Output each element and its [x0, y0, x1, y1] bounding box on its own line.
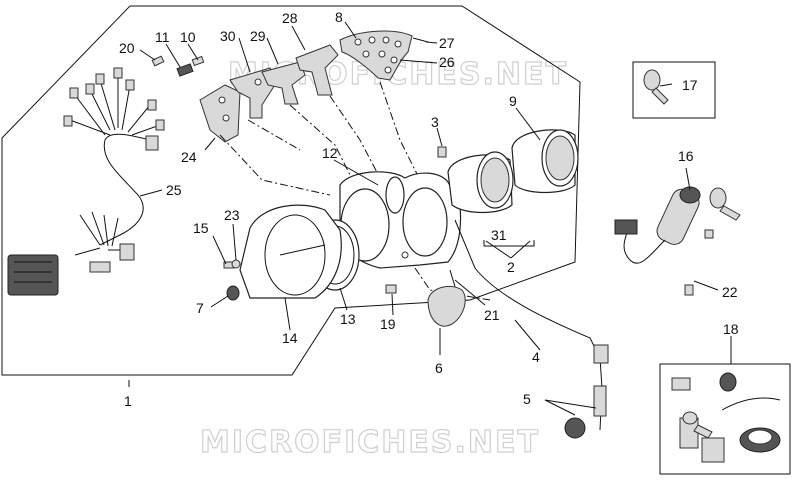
- callout-4: 4: [532, 349, 540, 365]
- callout-25: 25: [166, 182, 182, 198]
- bracket-28: [295, 44, 339, 96]
- callout-23: 23: [224, 207, 240, 223]
- gasket-6: [427, 285, 466, 327]
- callout-29: 29: [250, 28, 266, 44]
- callout-22: 22: [722, 284, 738, 300]
- callout-28: 28: [282, 10, 298, 26]
- screw-27: [412, 37, 429, 43]
- key-17: [643, 69, 669, 105]
- callout-15: 15: [193, 220, 209, 236]
- cable-end-4: [593, 344, 609, 364]
- callout-9: 9: [509, 93, 517, 109]
- ignition-switch-16: [614, 186, 741, 264]
- callout-2: 2: [507, 259, 515, 275]
- callout-3: 3: [431, 114, 439, 130]
- callout-26: 26: [439, 54, 455, 70]
- instrument-housing-12: [339, 171, 462, 269]
- callout-17: 17: [682, 77, 698, 93]
- mounting-plate-8: [339, 30, 413, 81]
- bolt-3: [437, 146, 447, 158]
- callout-27: 27: [439, 35, 455, 51]
- callout-24: 24: [181, 149, 197, 165]
- callout-8: 8: [335, 9, 343, 25]
- bolt-19: [385, 284, 397, 294]
- callout-19: 19: [380, 316, 396, 332]
- callout-labels: 1 2 3 4 5 6 7 8 9 10 11 12 13 14 15 16 1…: [119, 9, 739, 409]
- gauge-bracket-2: [483, 240, 535, 247]
- gauge-31: [447, 151, 514, 214]
- seal-5: [564, 417, 586, 439]
- callout-7: 7: [196, 300, 204, 316]
- callout-14: 14: [282, 330, 298, 346]
- callout-5: 5: [523, 391, 531, 407]
- gauge-9: [511, 129, 579, 194]
- part-10-connector: [191, 55, 205, 67]
- callout-12: 12: [322, 145, 338, 161]
- kit-box-17: [632, 61, 716, 119]
- part-20-clip: [151, 55, 165, 67]
- adapter-5: [593, 385, 607, 417]
- callout-31: 31: [491, 227, 507, 243]
- callout-30: 30: [220, 28, 236, 44]
- leader-lines: [128, 21, 732, 416]
- callout-18: 18: [723, 321, 739, 337]
- watermark-bottom: MICROFICHES.NET: [200, 425, 540, 460]
- assembly-line-b: [414, 267, 491, 301]
- callout-1: 1: [124, 393, 132, 409]
- callout-11: 11: [155, 29, 170, 45]
- part-11-connector: [176, 63, 194, 77]
- cable-4: [454, 219, 603, 431]
- callout-10: 10: [180, 29, 196, 45]
- callout-6: 6: [435, 360, 443, 376]
- washer-23: [231, 259, 241, 269]
- callout-21: 21: [484, 307, 500, 323]
- bracket-24: [199, 84, 241, 143]
- wiring-harness: [7, 67, 165, 296]
- lock-kit-18: [671, 372, 781, 463]
- assembly-line-a: [219, 81, 421, 196]
- kit-box-18: [659, 363, 791, 475]
- callout-16: 16: [678, 148, 694, 164]
- callout-20: 20: [119, 40, 135, 56]
- assembly-outline: [1, 5, 581, 376]
- screw-22: [684, 284, 694, 296]
- cover-14: [239, 204, 342, 299]
- callout-13: 13: [340, 311, 356, 327]
- grommet-7: [226, 285, 240, 301]
